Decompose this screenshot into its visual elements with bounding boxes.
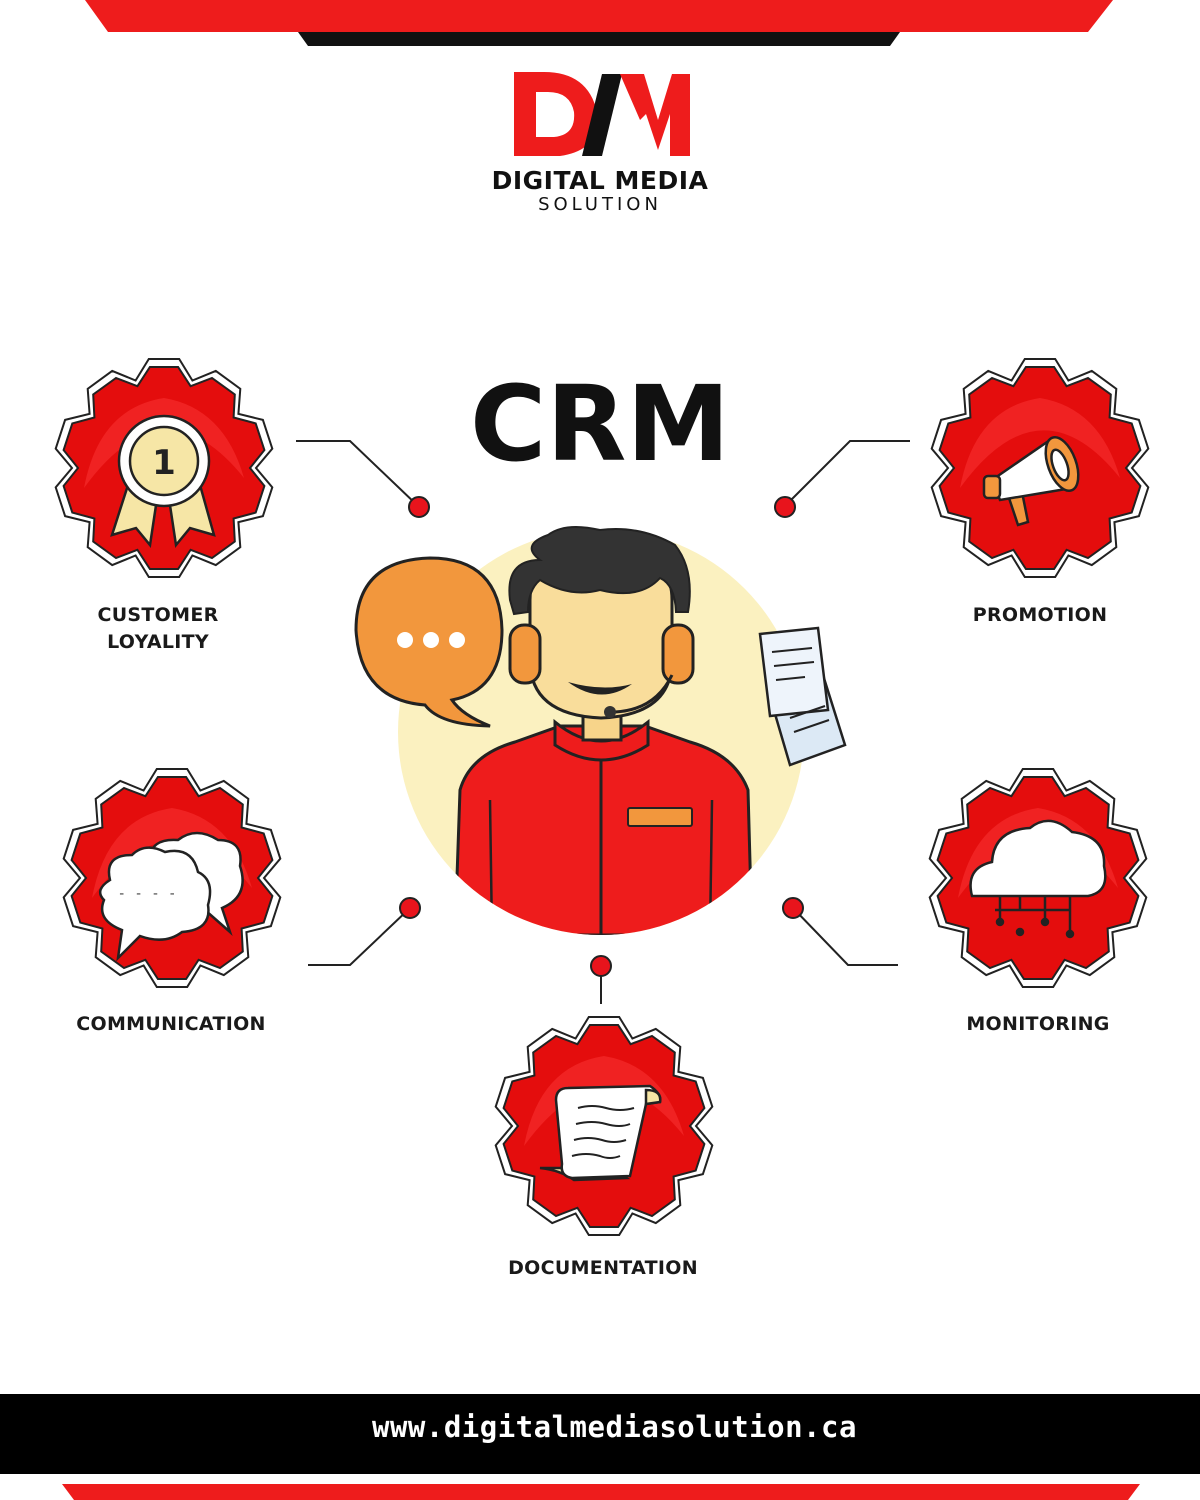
- megaphone-icon: [982, 436, 1080, 527]
- award-medal-icon: 1: [110, 414, 216, 548]
- documents-icon: [758, 626, 847, 767]
- gear-highlight: [524, 1056, 684, 1146]
- gear-highlight: [84, 398, 244, 488]
- brand-subtitle: SOLUTION: [538, 194, 662, 215]
- label-line: CUSTOMER: [97, 604, 219, 626]
- gear-highlight: [92, 808, 252, 898]
- speech-clouds-icon: - - - -: [98, 831, 244, 962]
- connector-dots: [399, 496, 804, 977]
- paper-scroll-icon: [539, 1084, 662, 1182]
- connector-dot: [590, 955, 612, 977]
- gear-highlight: [958, 808, 1118, 898]
- gear-highlight: [960, 398, 1120, 488]
- label-promotion: PROMOTION: [940, 602, 1140, 629]
- bottom-stripe: [62, 1484, 1140, 1500]
- medal-number: 1: [152, 443, 176, 483]
- label-line: PROMOTION: [972, 604, 1108, 626]
- footer-bar: [0, 1394, 1200, 1474]
- top-banner: [85, 0, 1113, 46]
- label-customer-loyalty: CUSTOMER LOYALITY: [58, 602, 258, 656]
- label-line: COMMUNICATION: [76, 1013, 266, 1035]
- website-url[interactable]: www.digitalmediasolution.ca: [372, 1410, 857, 1444]
- connector-dot: [408, 496, 430, 518]
- label-documentation: DOCUMENTATION: [478, 1255, 728, 1282]
- page-title: CRM: [470, 363, 730, 485]
- brand-name: DIGITAL MEDIA: [491, 166, 709, 195]
- connector-dot: [399, 897, 421, 919]
- label-communication: COMMUNICATION: [46, 1011, 296, 1038]
- label-line: MONITORING: [966, 1013, 1110, 1035]
- cloud-network-icon: [969, 819, 1107, 939]
- cloud-dashes: - - - -: [117, 886, 176, 902]
- chat-bubble-icon: [354, 556, 504, 728]
- label-monitoring: MONITORING: [928, 1011, 1148, 1038]
- dm-logo-mark: [514, 72, 690, 156]
- connector-dot: [774, 496, 796, 518]
- label-line: LOYALITY: [107, 631, 209, 653]
- connector-dot: [782, 897, 804, 919]
- label-line: DOCUMENTATION: [508, 1257, 698, 1279]
